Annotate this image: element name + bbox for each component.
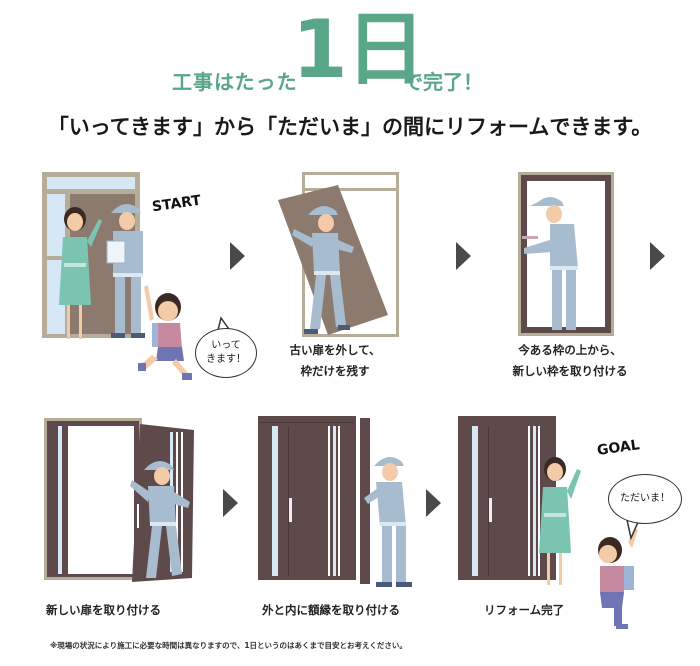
headline-prefix: 工事はたった — [172, 70, 298, 94]
arrow-right-icon — [426, 489, 441, 517]
step-6-caption: リフォーム完了 — [484, 603, 565, 617]
worker-installing-door — [130, 461, 190, 578]
arrow-right-icon — [650, 242, 665, 270]
worker-with-drill — [522, 197, 578, 330]
headline-suffix: で完了！ — [403, 70, 483, 94]
child-returning — [598, 528, 638, 629]
speech-bubble-tail — [626, 519, 640, 541]
speech-text: いってきます！ — [206, 340, 246, 365]
woman-figure — [59, 207, 102, 339]
start-label: START — [151, 192, 202, 216]
headline-emphasis: 1日 — [292, 3, 426, 96]
new-door-frame-open — [44, 418, 142, 580]
worker-figure — [106, 204, 145, 338]
goal-label: GOAL — [596, 437, 641, 459]
speech-bubble-ittekimasu: いってきます！ — [195, 328, 257, 378]
arrow-right-icon — [230, 242, 245, 270]
trim-piece — [360, 418, 370, 584]
worker-installing-trim — [364, 457, 412, 587]
step-5-caption: 外と内に額縁を取り付ける — [262, 603, 400, 617]
woman-waving — [539, 457, 581, 585]
worker-carrying-door — [292, 206, 354, 334]
arrow-right-icon — [456, 242, 471, 270]
new-door-closed — [258, 416, 356, 580]
footnote: ※現場の状況により施工に必要な時間は異なりますので、1日というのはあくまで目安と… — [50, 641, 407, 650]
finished-door — [458, 416, 556, 580]
step-3-caption: 今ある枠の上から、 新しい枠を取り付ける — [512, 343, 628, 378]
subheadline: 「いってきます」から「ただいま」の間にリフォームできます。 — [47, 115, 653, 139]
step-4-caption: 新しい扉を取り付ける — [46, 603, 161, 617]
speech-bubble-tadaima: ただいま！ — [608, 474, 682, 524]
step-2-caption: 古い扉を外して、 枠だけを残す — [289, 343, 381, 378]
child-figure — [138, 285, 192, 380]
arrow-right-icon — [223, 489, 238, 517]
headline: 工事はたった 1日 で完了！ — [0, 10, 700, 96]
